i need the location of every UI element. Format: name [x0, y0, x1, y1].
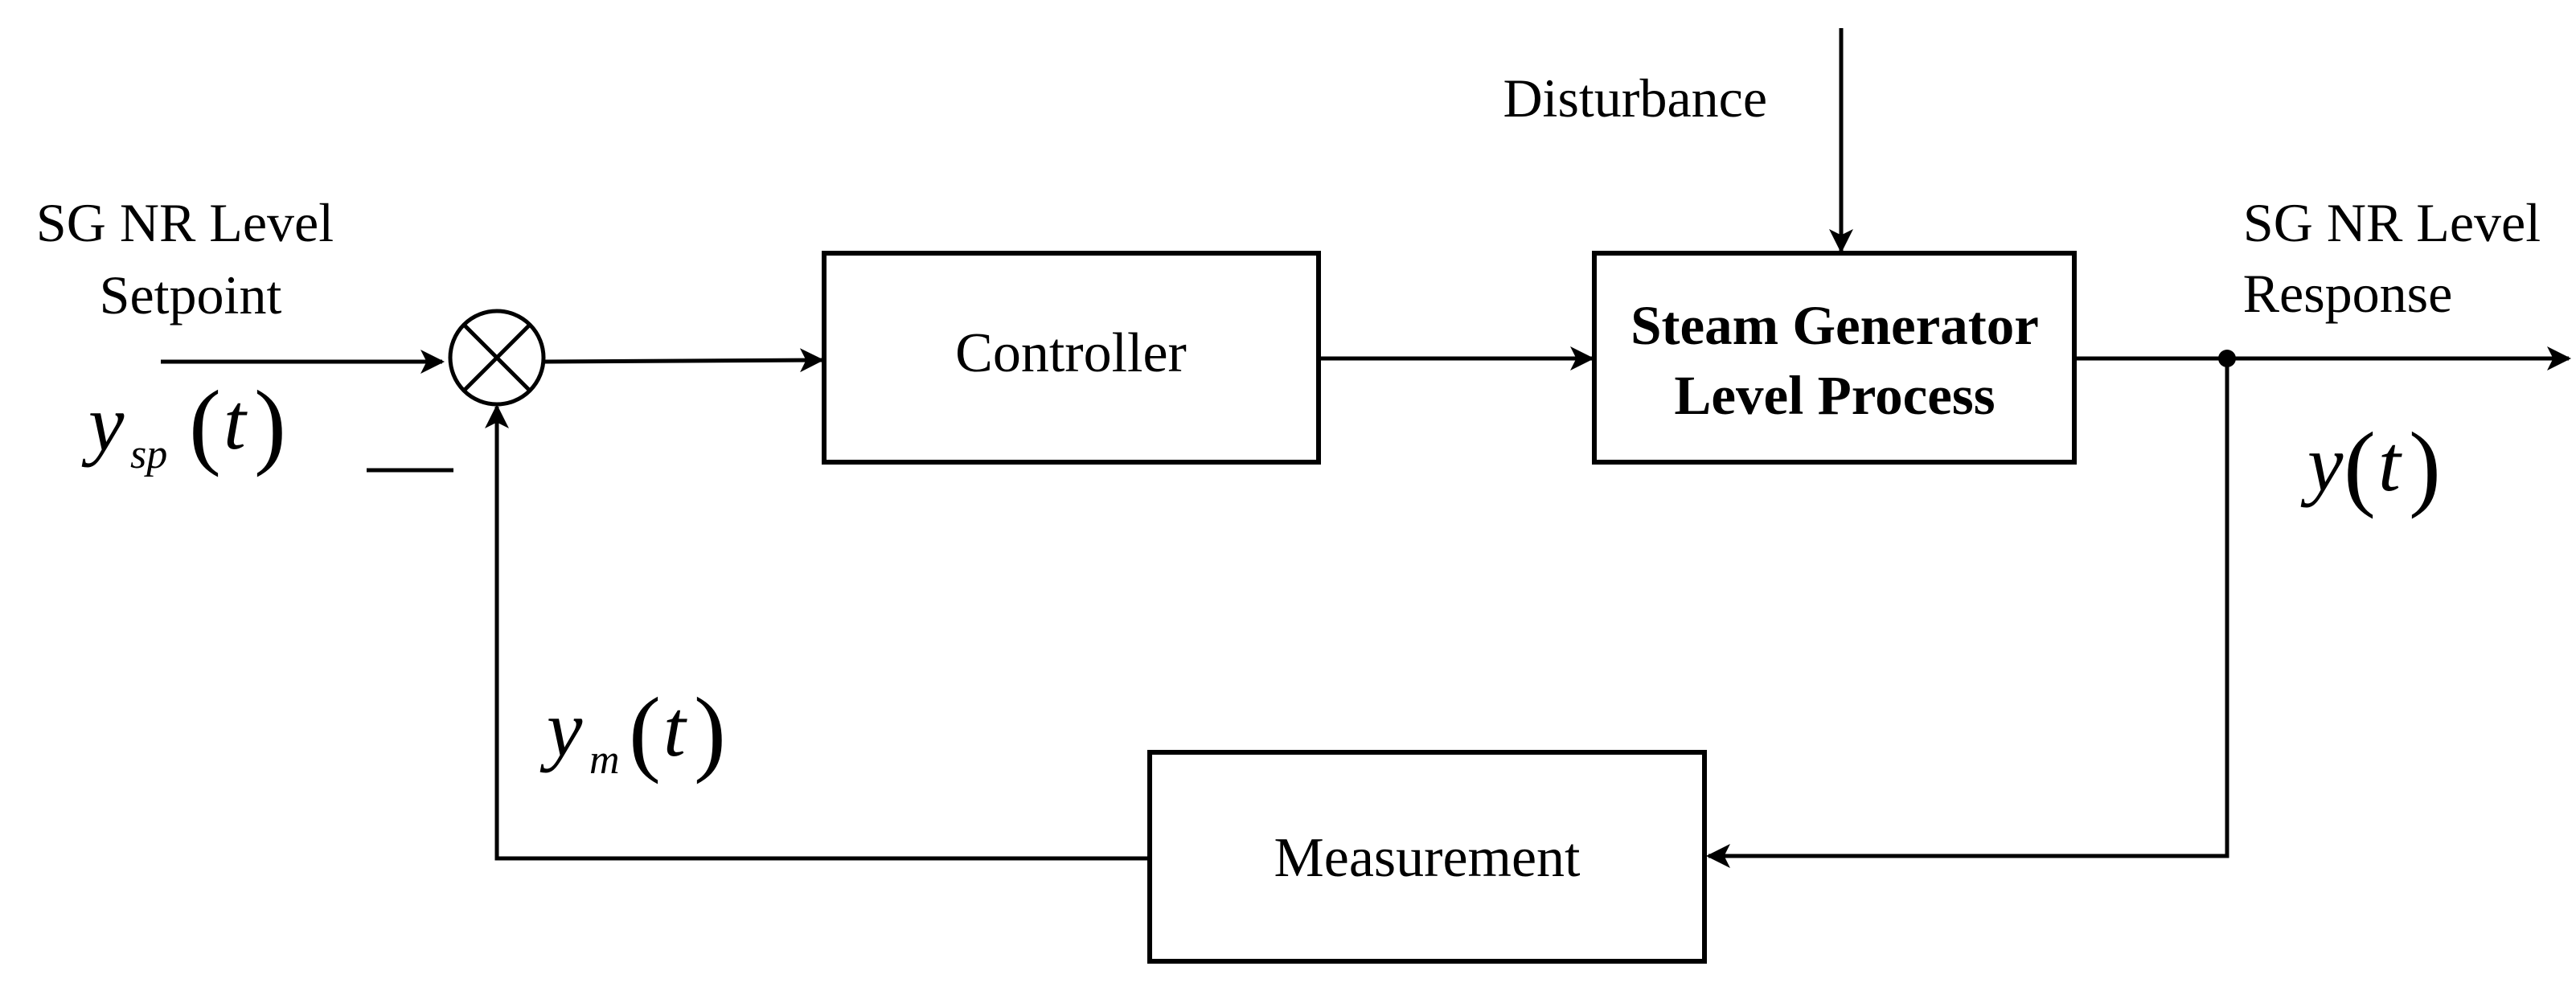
svg-text:t: t	[663, 684, 687, 773]
setpoint-symbol: y sp ( t )	[81, 371, 286, 477]
disturbance-label: Disturbance	[1503, 68, 1767, 129]
summing-junction	[448, 309, 546, 407]
svg-text:t: t	[224, 377, 248, 466]
output-symbol: y ( t )	[2300, 412, 2441, 519]
response-label-line1: SG NR Level	[2243, 192, 2541, 253]
svg-text:): )	[2409, 412, 2441, 519]
response-label-line2: Response	[2243, 263, 2453, 324]
svg-text:(: (	[2344, 412, 2376, 519]
svg-text:(: (	[189, 371, 221, 477]
setpoint-label-line2: Setpoint	[100, 264, 282, 326]
controller-label: Controller	[955, 322, 1187, 384]
feedback-path-down	[1706, 358, 2229, 868]
controller-block	[822, 251, 1321, 465]
svg-text:y: y	[2300, 419, 2344, 508]
svg-text:y: y	[539, 684, 583, 773]
svg-text:sp: sp	[130, 432, 167, 477]
feedback-path-return	[485, 404, 1150, 861]
process-block	[1592, 251, 2077, 465]
svg-text:): )	[694, 678, 726, 784]
svg-text:y: y	[81, 379, 125, 468]
process-label-line1: Steam Generator	[1631, 295, 2039, 356]
process-label-line2: Level Process	[1674, 365, 1995, 426]
measurement-label: Measurement	[1274, 827, 1581, 889]
svg-text:m: m	[589, 737, 620, 783]
svg-text:(: (	[629, 678, 661, 784]
svg-text:): )	[254, 371, 286, 477]
junction-to-controller-arrow	[543, 348, 824, 373]
setpoint-label-line1: SG NR Level	[36, 192, 334, 253]
measured-symbol: y m ( t )	[539, 678, 726, 784]
svg-text:t: t	[2378, 419, 2402, 508]
